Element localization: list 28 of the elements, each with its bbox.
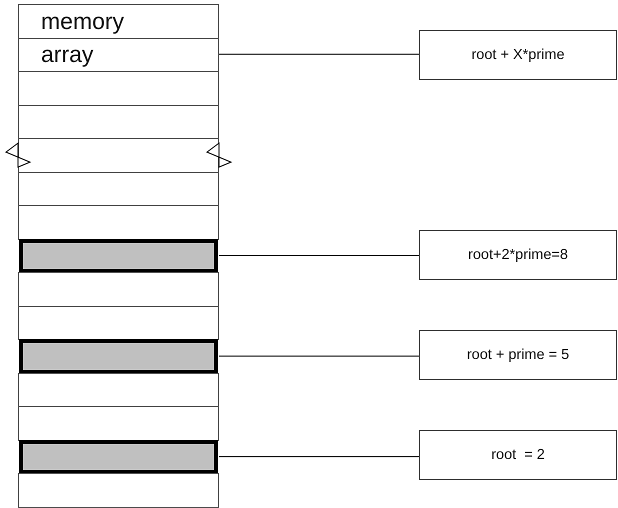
highlighted-cell	[19, 238, 218, 274]
address-box	[419, 230, 617, 280]
address-label: root + prime = 5	[466, 347, 570, 363]
address-box	[419, 430, 617, 480]
memory-cell	[18, 71, 219, 106]
memory-cell	[18, 172, 219, 206]
memory-cell	[18, 372, 219, 408]
connector-line	[218, 356, 420, 357]
address-box	[419, 30, 617, 80]
memory-cell	[18, 306, 219, 340]
address-label: root + X*prime	[471, 47, 565, 63]
cell-label: array	[41, 43, 94, 66]
address-label: root = 2	[491, 447, 545, 463]
memory-cell	[18, 104, 219, 140]
connector-line	[218, 54, 420, 55]
memory-cell	[18, 4, 219, 39]
highlighted-cell	[19, 339, 218, 374]
address-label: root+2*prime=8	[468, 247, 568, 263]
memory-cell	[18, 473, 219, 508]
connector-line	[218, 254, 420, 256]
connector-line	[218, 456, 420, 458]
memory-cell	[18, 38, 219, 72]
memory-cell	[18, 406, 219, 441]
cell-label: memory	[41, 10, 124, 33]
highlighted-cell	[19, 440, 218, 474]
memory-cell	[18, 272, 219, 307]
memory-cell	[18, 205, 219, 240]
address-box	[419, 330, 617, 380]
